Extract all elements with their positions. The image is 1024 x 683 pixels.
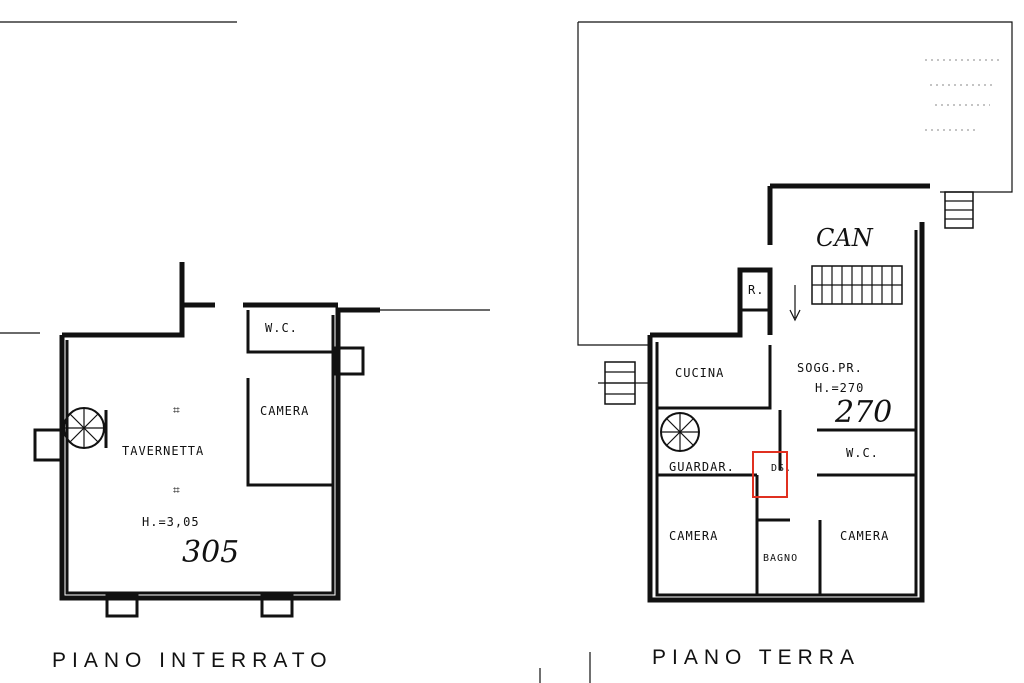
window	[105, 592, 139, 618]
room-label-guardar: GUARDAR.	[669, 460, 735, 474]
outer-wall-inner-line	[65, 315, 335, 595]
room-label-wc: W.C.	[846, 446, 879, 460]
column-icon: ⌗	[173, 403, 181, 417]
room-label-ds: DS.	[771, 463, 792, 474]
stair-note: CAN	[816, 224, 874, 252]
room-label-r: R.	[748, 283, 764, 297]
lot-outline	[577, 21, 1013, 346]
stair-icon	[944, 191, 974, 229]
room-label-sogg-pr: SOGG.PR.	[797, 361, 863, 375]
direction-arrow-icon	[789, 309, 801, 322]
window	[333, 346, 365, 376]
room-label-tavernetta: TAVERNETTA	[122, 444, 204, 458]
spiral-stair-icon	[63, 407, 108, 449]
plan-title-left: PIANO INTERRATO	[52, 649, 333, 672]
window	[260, 592, 294, 618]
lot-dashes	[925, 59, 1000, 131]
room-label-camera-right: CAMERA	[840, 529, 889, 543]
stair-icon	[598, 361, 650, 405]
wall	[246, 378, 333, 487]
plan-title-right: PIANO TERRA	[652, 646, 860, 669]
room-label-camera-left: CAMERA	[669, 529, 718, 543]
highlight-box	[752, 451, 788, 498]
column-icon: ⌗	[173, 483, 181, 497]
wall	[246, 310, 333, 354]
room-label-camera: CAMERA	[260, 404, 309, 418]
room-label-wc: W.C.	[265, 321, 298, 335]
height-handwritten: 305	[182, 535, 239, 570]
height-handwritten: 270	[834, 395, 892, 430]
height-label: H.=270	[815, 381, 864, 395]
spiral-stair-icon	[660, 412, 700, 452]
right-plan: R. CAN CUCINA SOGG.PR. H.=270 270 W.C. G…	[577, 21, 1013, 669]
room-label-bagno: BAGNO	[763, 553, 798, 564]
outer-wall	[59, 262, 380, 601]
window	[33, 428, 63, 462]
room-label-cucina: CUCINA	[675, 366, 724, 380]
stair-icon	[811, 265, 903, 305]
left-plan: ⌗ ⌗ W.C. CAMERA TAVERNETTA H.=3,05 305 P…	[0, 21, 490, 672]
height-label: H.=3,05	[142, 515, 200, 529]
wall	[738, 270, 770, 335]
wall	[657, 300, 916, 595]
outer-wall-inner-line	[655, 230, 918, 597]
